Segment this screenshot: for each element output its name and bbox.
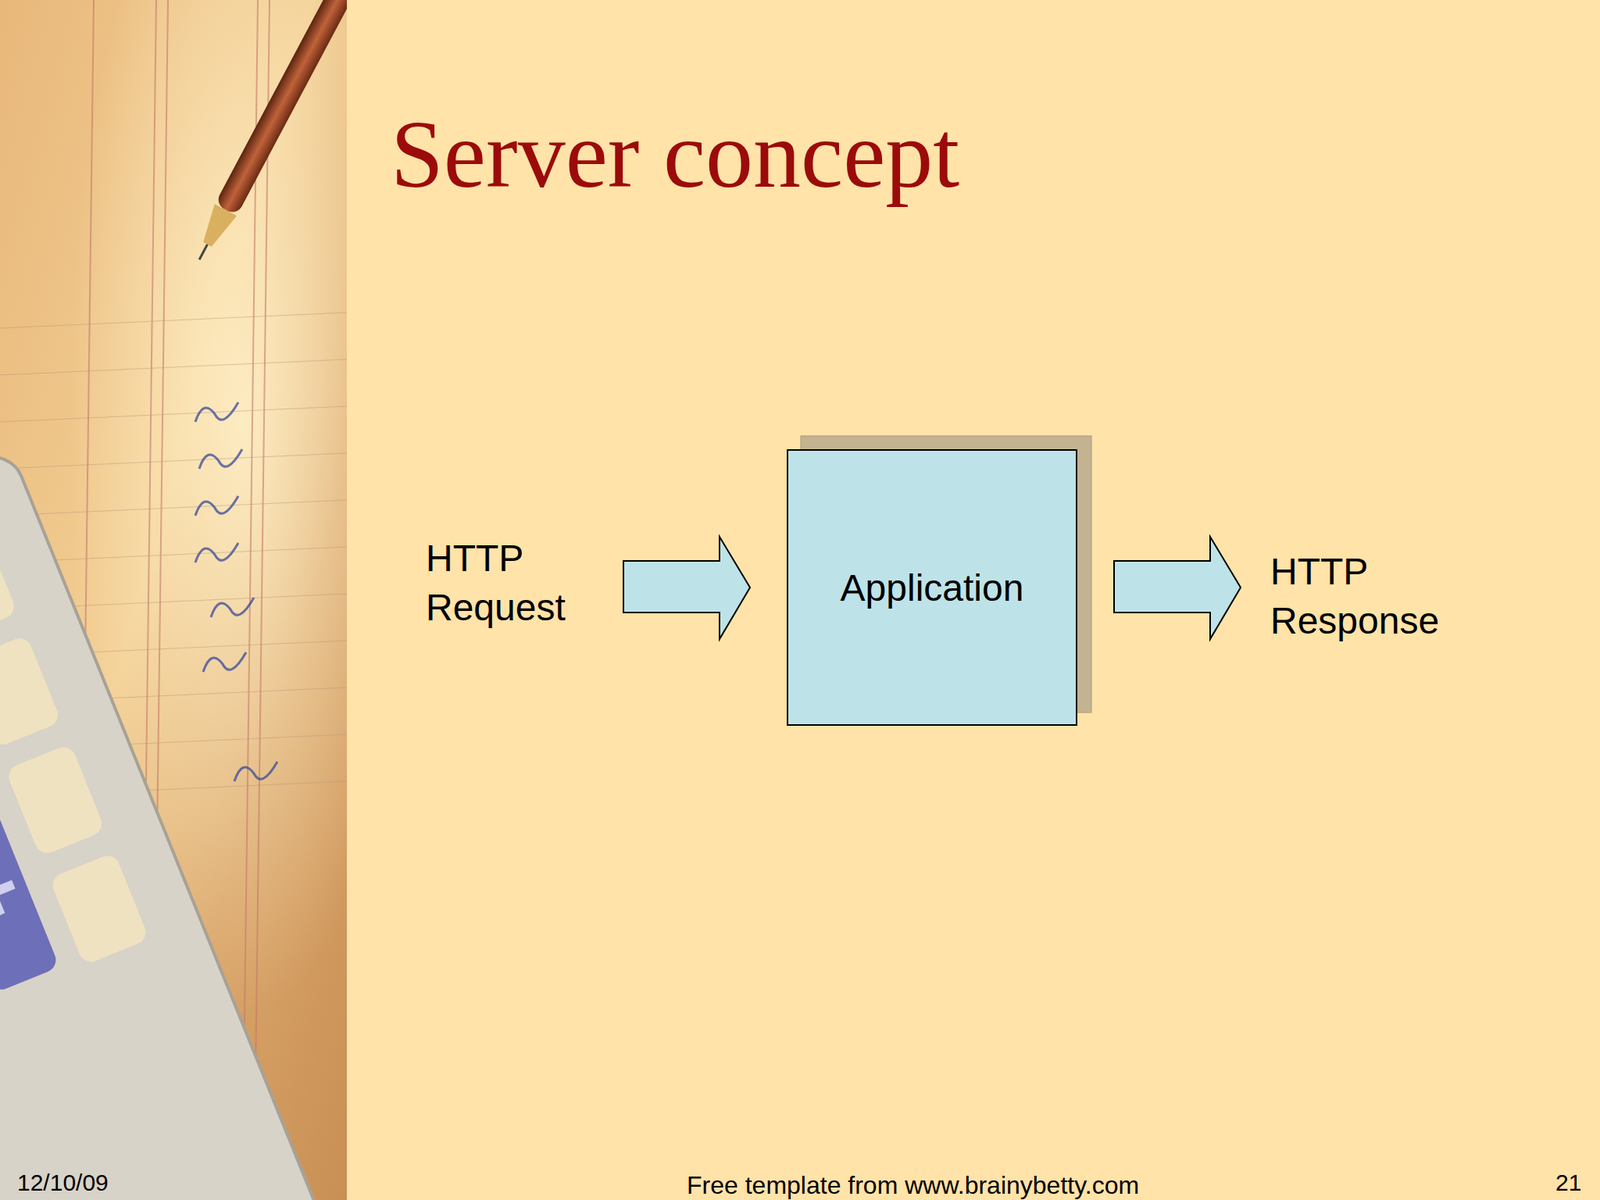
block-arrow bbox=[1114, 536, 1241, 640]
footer-date: 12/10/09 bbox=[17, 1169, 109, 1197]
box-label: Application bbox=[840, 566, 1025, 610]
process-box: Application bbox=[786, 449, 1078, 726]
block-arrow bbox=[623, 536, 750, 640]
slide-title: Server concept bbox=[390, 100, 960, 210]
footer-credit: Free template from www.brainybetty.com bbox=[686, 1171, 1140, 1200]
io-label: HTTP Response bbox=[1270, 546, 1505, 646]
io-label: HTTP Request bbox=[425, 533, 614, 633]
photo-panel bbox=[0, 0, 347, 1200]
page-number: 21 bbox=[1555, 1169, 1582, 1197]
